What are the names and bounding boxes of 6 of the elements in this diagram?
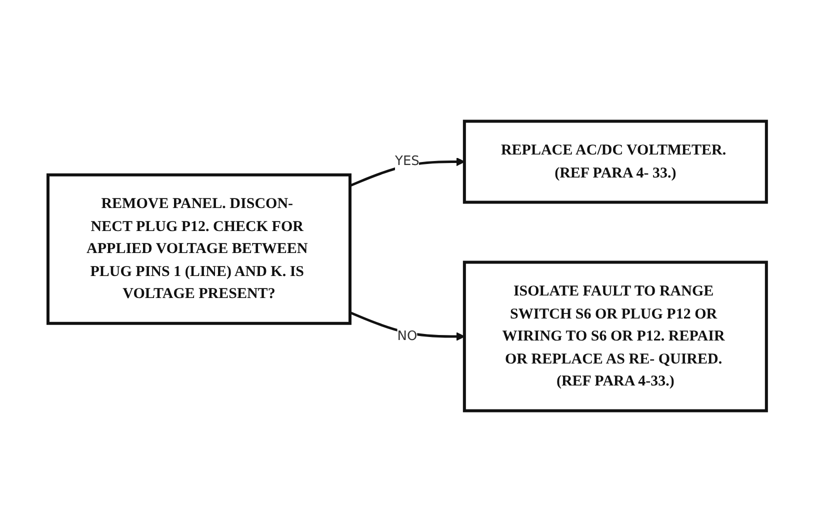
node-box: ISOLATE FAULT TO RANGE SWITCH S6 OR PLUG P12 OR WIRING TO S6 OR P12. REPAIR OR REPLACE AS RE- QUIRED. (REF PARA 4-33.) [462,260,768,412]
arrow [349,311,465,341]
node-box: REMOVE PANEL. DISCON- NECT PLUG P12. CHECK FOR APPLIED VOLTAGE BETWEEN PLUG PINS 1 (LINE) AND K. IS VOLTAGE PRESENT? [46,173,352,325]
edge-label: NO [397,328,417,344]
edge-label: YES [394,154,420,169]
node-box: REPLACE AC/DC VOLTMETER. (REF PARA 4- 33.) [462,120,768,204]
